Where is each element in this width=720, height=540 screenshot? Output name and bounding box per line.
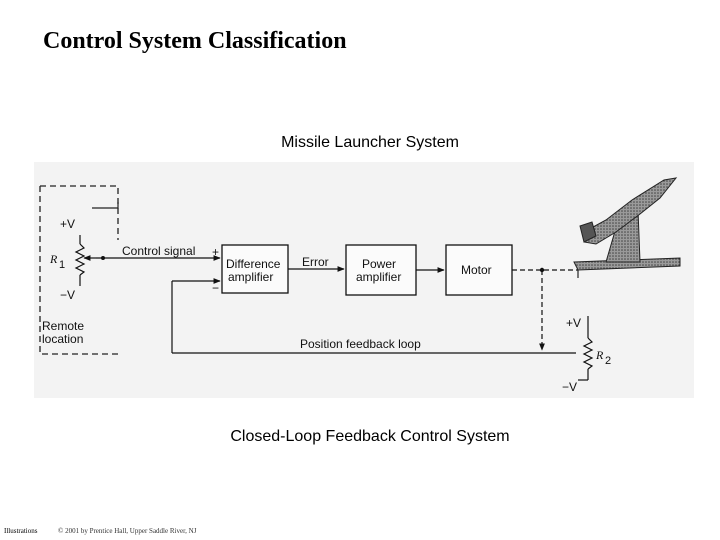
r1-label: R — [49, 252, 58, 266]
r2-minus-v-label: −V — [562, 380, 577, 394]
power-amplifier-box — [345, 244, 417, 296]
r2-label: R — [595, 348, 604, 362]
motor-label: Motor — [461, 263, 492, 277]
diagram-caption-bottom: Closed-Loop Feedback Control System — [230, 428, 510, 445]
plus-input-sign: + — [212, 245, 219, 259]
r1-resistor — [74, 243, 86, 276]
footer-label: Illustrations — [4, 527, 38, 535]
slide-title: Control System Classification — [43, 28, 347, 54]
footer-copyright: © 2001 by Prentice Hall, Upper Saddle Ri… — [58, 527, 197, 535]
remote-location-box — [39, 185, 120, 355]
diagram-caption-top: Missile Launcher System — [281, 134, 459, 151]
r1-minus-v-label: −V — [60, 288, 75, 302]
r2-subscript: 2 — [605, 355, 611, 367]
position-feedback-loop-label: Position feedback loop — [300, 337, 421, 351]
error-label: Error — [302, 255, 329, 269]
difference-amplifier-line2: amplifier — [228, 270, 273, 284]
remote-location-line2: location — [42, 332, 83, 346]
difference-amplifier-line1: Difference — [226, 257, 281, 271]
r1-plus-v-label: +V — [60, 217, 75, 231]
r1-wiper-bracket — [92, 202, 119, 209]
minus-input-sign: − — [212, 281, 219, 295]
remote-location-line1: Remote — [42, 319, 84, 333]
power-amplifier-line2: amplifier — [356, 270, 401, 284]
missile-launcher — [573, 177, 681, 278]
r2-resistor — [582, 337, 594, 370]
r1-subscript: 1 — [59, 259, 65, 271]
control-signal-label: Control signal — [122, 244, 195, 258]
r2-plus-v-label: +V — [566, 316, 581, 330]
power-amplifier-line1: Power — [362, 257, 396, 271]
